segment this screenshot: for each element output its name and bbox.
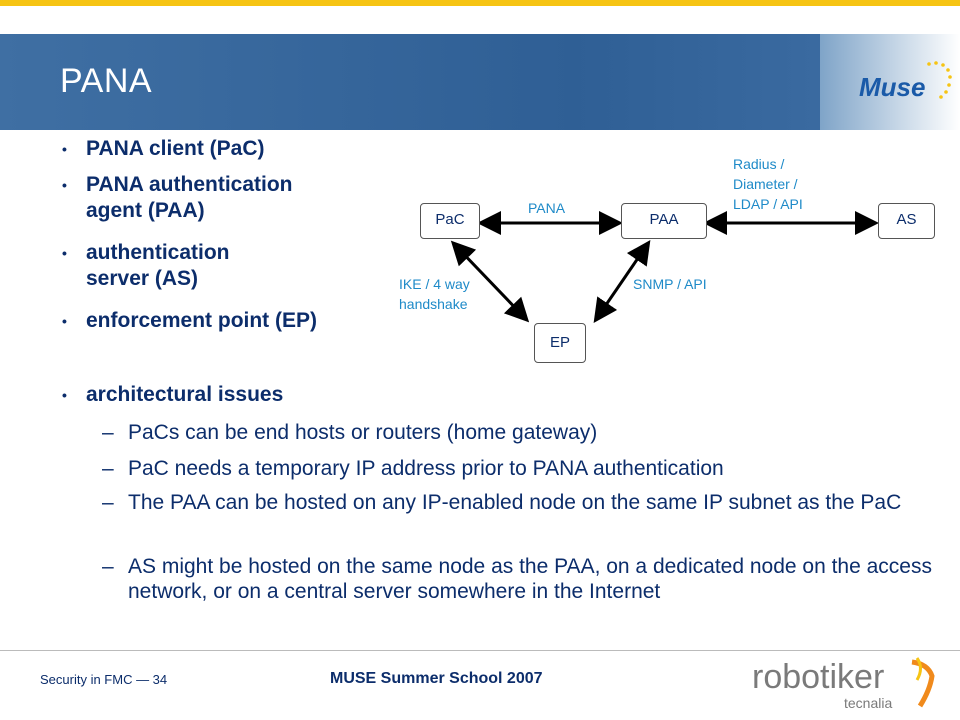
footer-event-name: MUSE Summer School 2007 <box>330 670 543 687</box>
label-ike: IKE / 4 way handshake <box>399 276 470 312</box>
node-paa: PAA <box>621 203 707 239</box>
label-pana: PANA <box>528 200 566 216</box>
robotiker-logo: robotiker tecnalia <box>752 657 935 711</box>
edge-paa-ep <box>593 240 651 323</box>
top-stripe <box>0 0 960 6</box>
node-pac: PaC <box>420 203 480 239</box>
top-rule <box>0 28 820 31</box>
footer-slide-number: Security in FMC — 34 <box>40 672 168 687</box>
slide-title: PANA <box>60 62 153 100</box>
title-bar <box>0 34 960 130</box>
label-radius: Radius / Diameter / LDAP / API <box>733 156 803 212</box>
tecnalia-logo-text: tecnalia <box>844 695 892 711</box>
muse-logo-text: Muse <box>859 72 925 102</box>
edge-pac-ep <box>450 240 530 323</box>
pana-architecture-diagram: PaC PAA AS EP PANA Radius / Diameter / L… <box>395 150 955 370</box>
diagram-edges <box>450 211 879 323</box>
node-ep: EP <box>534 323 586 363</box>
muse-logo: Muse <box>859 61 952 102</box>
label-snmp: SNMP / API <box>633 276 707 292</box>
footer-rule <box>0 650 960 651</box>
node-as: AS <box>878 203 935 239</box>
robotiker-logo-text: robotiker <box>752 658 884 696</box>
